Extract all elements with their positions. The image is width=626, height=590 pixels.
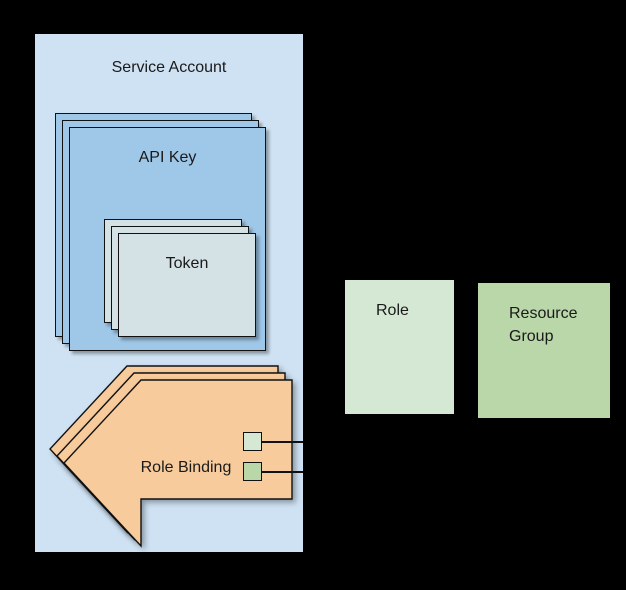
token-label: Token xyxy=(165,255,209,272)
role-binding-label: Role Binding xyxy=(140,459,232,476)
role-label: Role xyxy=(376,302,409,319)
role-binding-arrow-front[interactable]: Role Binding xyxy=(63,379,293,548)
role-box[interactable]: Role xyxy=(345,280,454,414)
token-card-front[interactable]: Token xyxy=(118,233,256,337)
connector-role-binding-to-resource-group xyxy=(261,471,303,473)
resource-group-label: Resource Group xyxy=(509,305,578,345)
api-key-label: API Key xyxy=(138,149,197,166)
resource-group-box[interactable]: Resource Group xyxy=(478,283,610,418)
role-reference-swatch-icon[interactable] xyxy=(243,432,262,451)
connector-role-binding-to-role xyxy=(261,441,303,443)
service-account-label: Service Account xyxy=(111,59,227,76)
resource-group-reference-swatch-icon[interactable] xyxy=(243,462,262,481)
